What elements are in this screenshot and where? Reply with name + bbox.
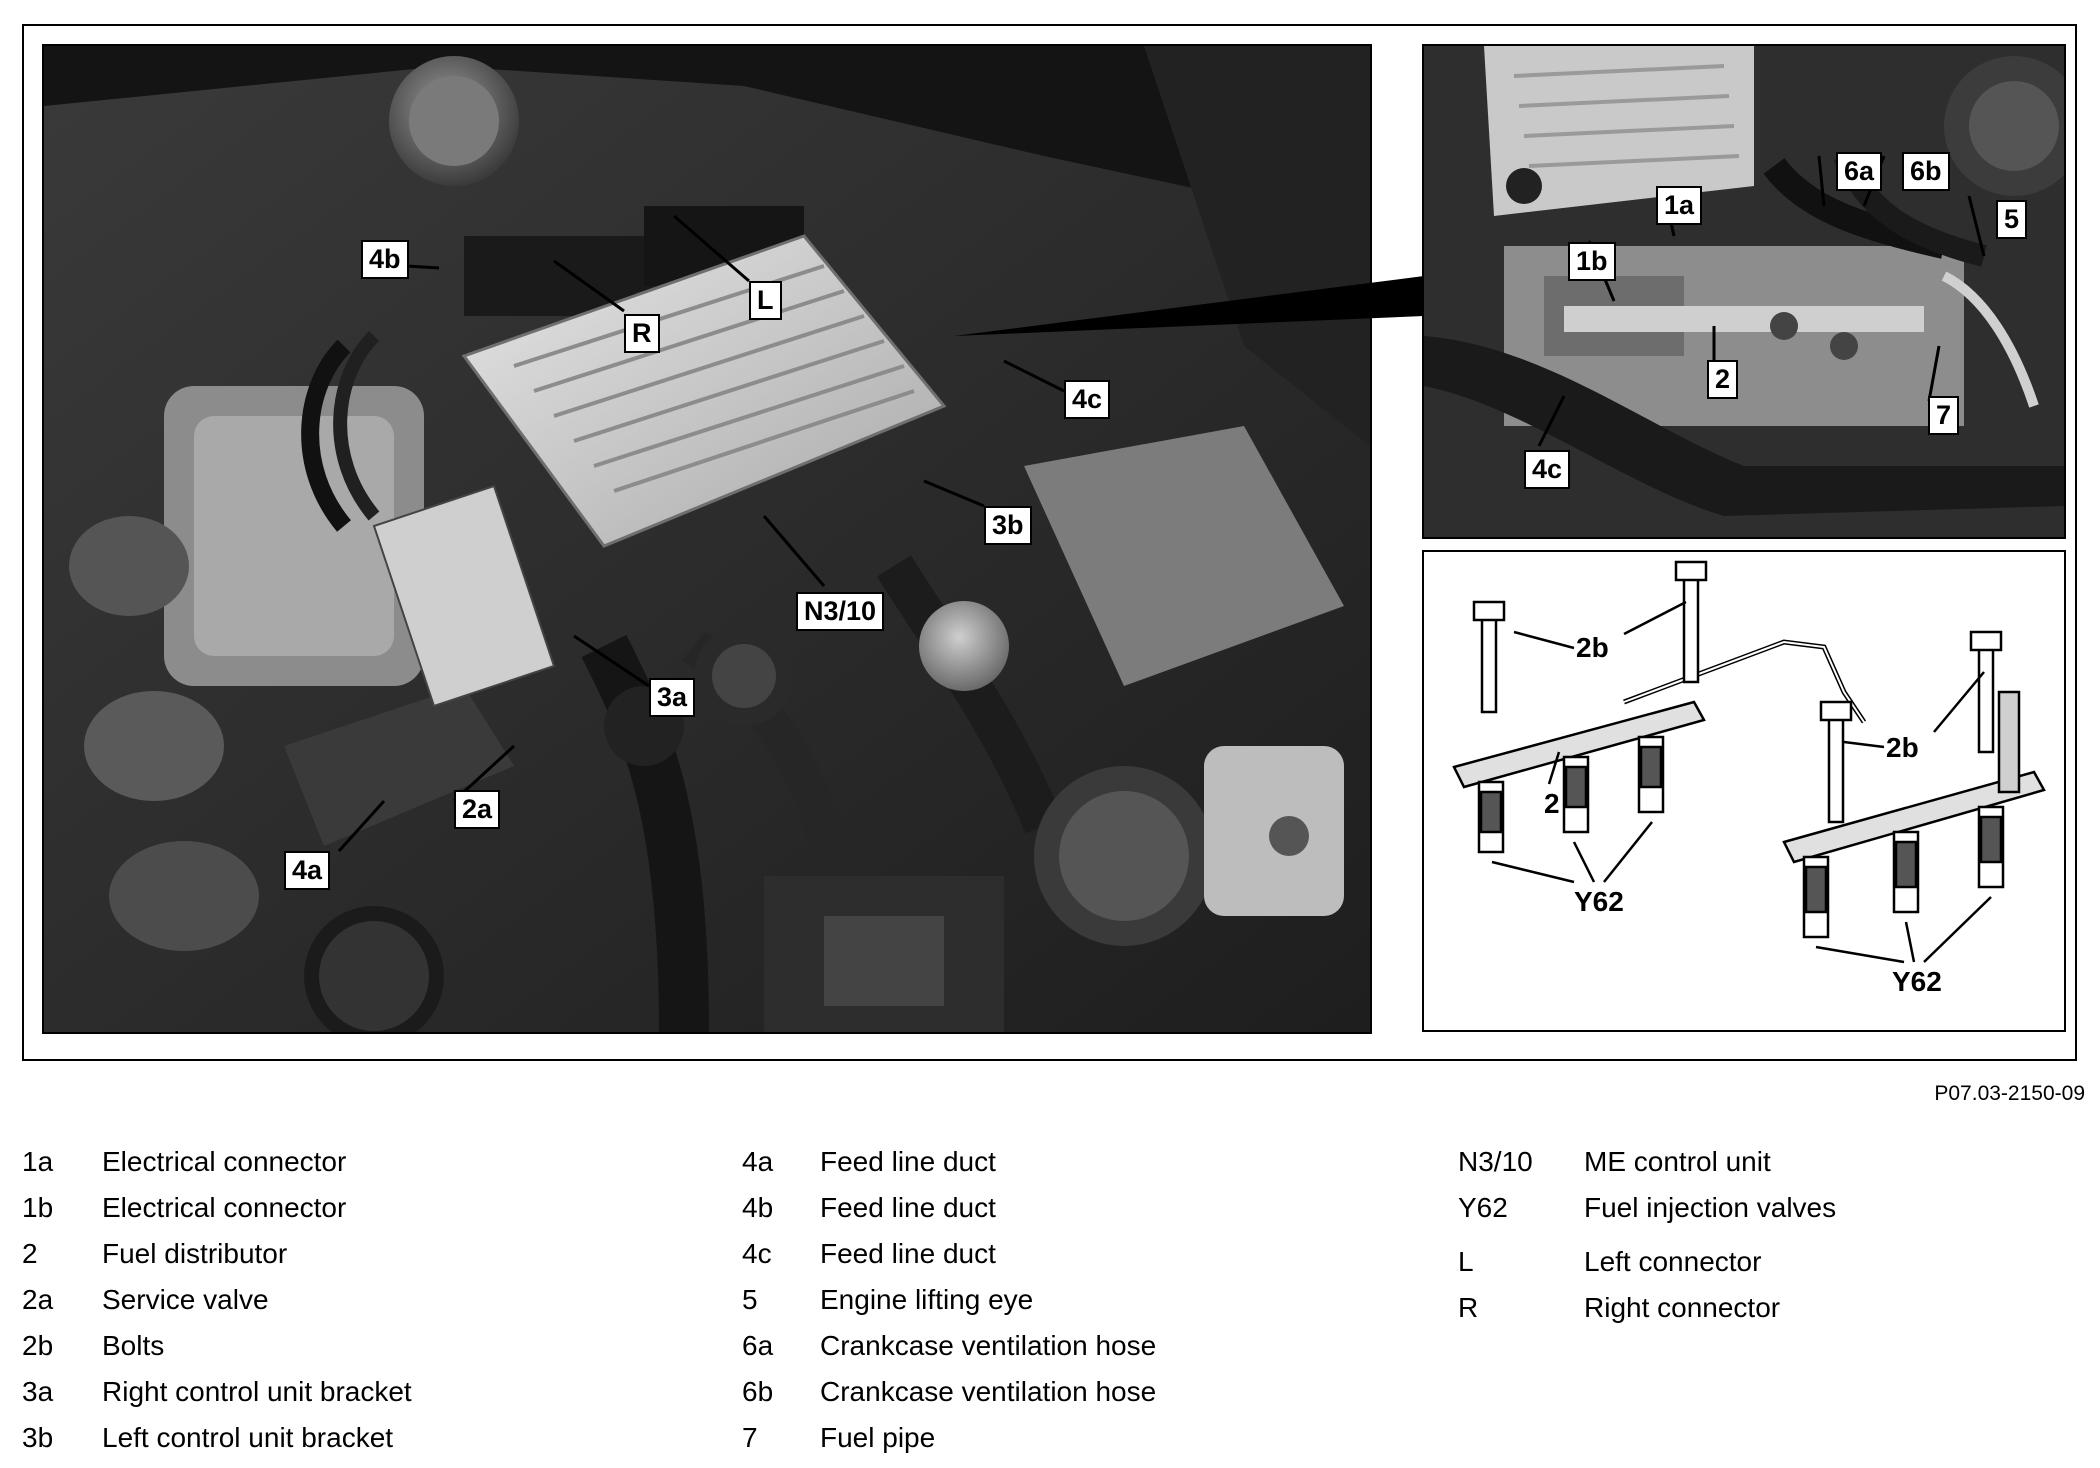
callout-1a: 1a xyxy=(1656,186,1703,225)
detail-photo-panel: 1a 6a 6b 5 1b 2 7 4c xyxy=(1422,44,2066,539)
rail-label-2: 2 xyxy=(1544,788,1560,819)
engine-photo xyxy=(44,46,1370,1032)
callout-N3-10: N3/10 xyxy=(796,592,885,631)
rail-label-2b-left: 2b xyxy=(1576,632,1609,663)
callout-L: L xyxy=(749,281,782,320)
document-code: P07.03-2150-09 xyxy=(1934,1082,2085,1105)
callout-2: 2 xyxy=(1707,360,1739,399)
callout-4c-detail: 4c xyxy=(1524,450,1571,489)
callout-4c: 4c xyxy=(1064,380,1111,419)
engine-photo-panel: 4b R L 4c 3b N3/10 3a 2a 4a xyxy=(42,44,1372,1034)
callout-R: R xyxy=(624,314,660,353)
callout-7: 7 xyxy=(1928,396,1960,435)
callout-3a: 3a xyxy=(649,678,696,717)
callout-1b: 1b xyxy=(1568,242,1616,281)
callout-4b: 4b xyxy=(361,240,409,279)
rail-label-Y62-left: Y62 xyxy=(1574,886,1624,917)
detail-photo xyxy=(1424,46,2064,537)
rail-label-Y62-right: Y62 xyxy=(1892,966,1942,997)
callout-4a: 4a xyxy=(284,851,331,890)
callout-3b: 3b xyxy=(984,506,1032,545)
callout-5: 5 xyxy=(1996,200,2028,239)
callout-2a: 2a xyxy=(454,790,501,829)
rail-label-2b-right: 2b xyxy=(1886,732,1919,763)
zoom-pointer xyxy=(954,276,1424,336)
callout-6a: 6a xyxy=(1836,152,1883,191)
figure-frame: 4b R L 4c 3b N3/10 3a 2a 4a xyxy=(22,24,2077,1061)
fuel-rail-drawing xyxy=(1452,560,2046,964)
callout-6b: 6b xyxy=(1902,152,1950,191)
fuel-rail-drawing-panel: 2b 2b 2 Y62 Y62 xyxy=(1422,550,2066,1032)
